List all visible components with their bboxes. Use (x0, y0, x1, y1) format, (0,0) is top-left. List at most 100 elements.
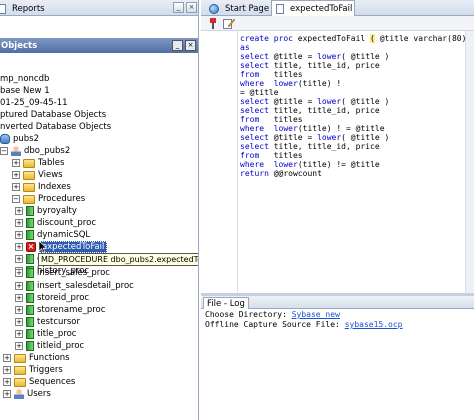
tree-item-titleid-proc[interactable]: + titleid_proc (15, 340, 84, 352)
code-line: select title, title_id, price (240, 106, 380, 115)
collapse-icon[interactable]: − (12, 195, 20, 203)
tree-item-dbo-pubs2[interactable]: − dbo_pubs2 (0, 145, 70, 157)
expand-icon[interactable]: + (12, 171, 20, 179)
expand-icon[interactable]: + (12, 183, 20, 191)
tab-file-log[interactable]: File - Log (203, 297, 249, 309)
tab-reports[interactable]: Reports (0, 1, 104, 16)
tree-item-indexes[interactable]: + Indexes (12, 181, 71, 193)
collapse-icon[interactable]: − (0, 147, 8, 155)
source-file-link[interactable]: sybase15.ocp (344, 320, 403, 329)
code-line: select @title = lower( @title ) (240, 133, 390, 142)
document-icon (276, 3, 284, 14)
expand-icon[interactable]: + (15, 243, 23, 251)
minimize-button[interactable]: _ (172, 40, 183, 51)
code-line: select @title = lower( @title ) (240, 52, 390, 61)
tree-item-title-proc[interactable]: + title_proc (15, 328, 76, 340)
pin-icon (210, 18, 216, 29)
objects-header-label: Objects (1, 40, 38, 51)
code-area[interactable]: create proc expectedToFail ( @title varc… (240, 34, 472, 178)
tree-item-label: history_proc (37, 266, 90, 276)
close-button[interactable]: × (186, 2, 197, 13)
pin-button[interactable] (206, 17, 220, 30)
tree-item-byroyalty[interactable]: + byroyalty (15, 205, 77, 217)
splitter[interactable] (201, 293, 474, 296)
folder-icon (14, 377, 26, 387)
tab-expectedtofail[interactable]: expectedToFail (271, 0, 355, 16)
expand-icon[interactable]: + (15, 282, 23, 290)
expand-icon[interactable]: + (15, 207, 23, 215)
log-line: Choose Directory: Sybase_new (205, 310, 340, 320)
capture-timestamp: 01-25_09-45-11 (0, 98, 68, 108)
tree-item-procedures[interactable]: − Procedures (12, 193, 85, 205)
tree-item-testcursor[interactable]: + testcursor (15, 316, 80, 328)
tree-item-sequences[interactable]: + Sequences (3, 376, 75, 388)
directory-link[interactable]: Sybase_new (291, 310, 340, 319)
expand-icon[interactable]: + (3, 354, 11, 362)
procedure-icon (26, 230, 34, 240)
expand-icon[interactable]: + (15, 219, 23, 227)
tree-item-insert-salesdetail-proc[interactable]: + insert_salesdetail_proc (15, 280, 134, 292)
code-line: select title, title_id, price (240, 61, 380, 70)
code-line: where lower(title) ! (240, 79, 342, 88)
tree-item-label: storeid_proc (37, 293, 90, 303)
tree-item-tables[interactable]: + Tables (12, 157, 64, 169)
tree-item-label: Views (38, 170, 63, 180)
edit-button[interactable] (222, 17, 236, 30)
tree-item-insert-sales-proc[interactable]: + insert_sales_proc (15, 267, 110, 279)
globe-icon (209, 3, 219, 14)
tree-item-label: Functions (29, 353, 70, 363)
tab-label: expectedToFail (290, 3, 353, 14)
log-panel: Choose Directory: Sybase_new Offline Cap… (201, 309, 474, 420)
expand-icon[interactable]: + (15, 306, 23, 314)
expand-icon[interactable]: + (12, 159, 20, 167)
line-gutter (201, 31, 238, 293)
log-panel-header: File - Log (201, 296, 474, 309)
tree-item-functions[interactable]: + Functions (3, 352, 70, 364)
schema-icon (11, 146, 21, 156)
minimize-button[interactable]: _ (173, 2, 184, 13)
captured-objects-node[interactable]: ptured Database Objects (0, 110, 107, 120)
expand-icon[interactable]: + (15, 294, 23, 302)
tree-item-label: insert_salesdetail_proc (37, 281, 134, 291)
expand-icon[interactable]: + (3, 378, 11, 386)
tree-item-storeid-proc[interactable]: + storeid_proc (15, 292, 89, 304)
code-line: return @@rowcount (240, 169, 322, 178)
expand-icon[interactable]: + (15, 255, 23, 263)
expand-icon[interactable]: + (3, 390, 11, 398)
expand-icon[interactable]: + (15, 342, 23, 350)
close-button[interactable]: × (185, 40, 196, 51)
folder-icon (14, 353, 26, 363)
log-label: Choose Directory: (205, 310, 287, 319)
tree-item-pubs2[interactable]: pubs2 (0, 133, 39, 145)
tree-item-discount-proc[interactable]: + discount_proc (15, 217, 96, 229)
code-line: as (240, 43, 250, 52)
folder-icon (23, 170, 35, 180)
code-editor[interactable]: create proc expectedToFail ( @title varc… (201, 31, 474, 293)
connections-panel: Reports _ × Objects _ × mp_noncdb base N… (0, 0, 199, 420)
tree-item-storename-proc[interactable]: + storename_proc (15, 304, 105, 316)
procedure-icon (26, 293, 34, 303)
tree-item-views[interactable]: + Views (12, 169, 63, 181)
tree-item-label: expectedToFail (39, 241, 108, 253)
expand-icon[interactable]: + (15, 269, 23, 277)
mouse-cursor-icon (39, 241, 47, 253)
expand-icon[interactable]: + (15, 318, 23, 326)
procedure-icon (26, 268, 34, 278)
expand-icon[interactable]: + (15, 330, 23, 338)
user-icon (14, 389, 24, 399)
tree-item-label: title_proc (37, 329, 77, 339)
tree-item-triggers[interactable]: + Triggers (3, 364, 63, 376)
vertical-scrollbar[interactable] (465, 31, 474, 293)
tree-item-label: Users (27, 389, 51, 399)
tab-start-page[interactable]: Start Page (205, 1, 271, 16)
expand-icon[interactable]: + (15, 231, 23, 239)
log-label: Offline Capture Source File: (205, 320, 340, 329)
tree-item-label: storename_proc (37, 305, 106, 315)
tree-item-expectedtofail[interactable]: + × expectedToFail (15, 241, 108, 253)
expand-icon[interactable]: + (3, 366, 11, 374)
tree-item-label: Sequences (29, 377, 76, 387)
tree-item-users[interactable]: + Users (3, 388, 51, 400)
procedure-icon (26, 329, 34, 339)
tree-item-dynamicsql[interactable]: + dynamicSQL (15, 229, 90, 241)
converted-objects-node[interactable]: nverted Database Objects (0, 122, 112, 132)
